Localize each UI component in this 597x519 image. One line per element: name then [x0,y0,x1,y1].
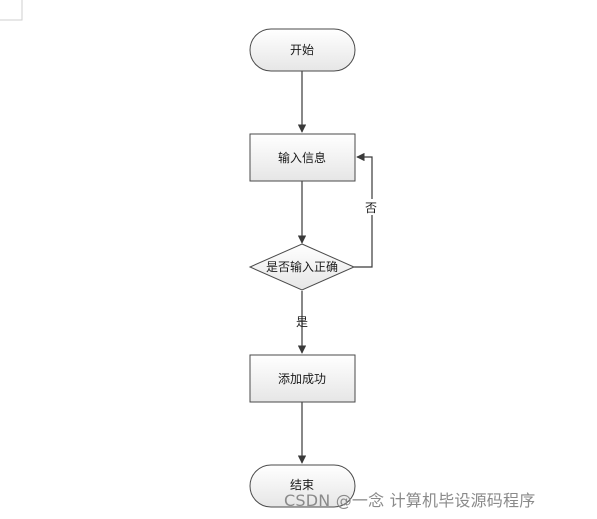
node-check-label: 是否输入正确 [266,259,338,274]
node-success-label: 添加成功 [278,372,326,386]
node-input-shape [249,133,356,182]
corner-fragment [0,0,23,21]
node-start-label: 开始 [290,43,314,57]
edge-label-no: 否 [365,201,377,215]
node-end-label: 结束 [290,478,314,492]
no-label-bg [363,199,380,215]
node-check-shape [248,243,356,291]
node-end-shape [249,464,356,508]
watermark-text: CSDN @一念 计算机毕设源码程序 [284,491,536,510]
node-input-label: 输入信息 [278,150,326,165]
node-start-shape [249,28,356,72]
node-success-shape [249,354,356,403]
edge-label-yes: 是 [296,315,308,329]
